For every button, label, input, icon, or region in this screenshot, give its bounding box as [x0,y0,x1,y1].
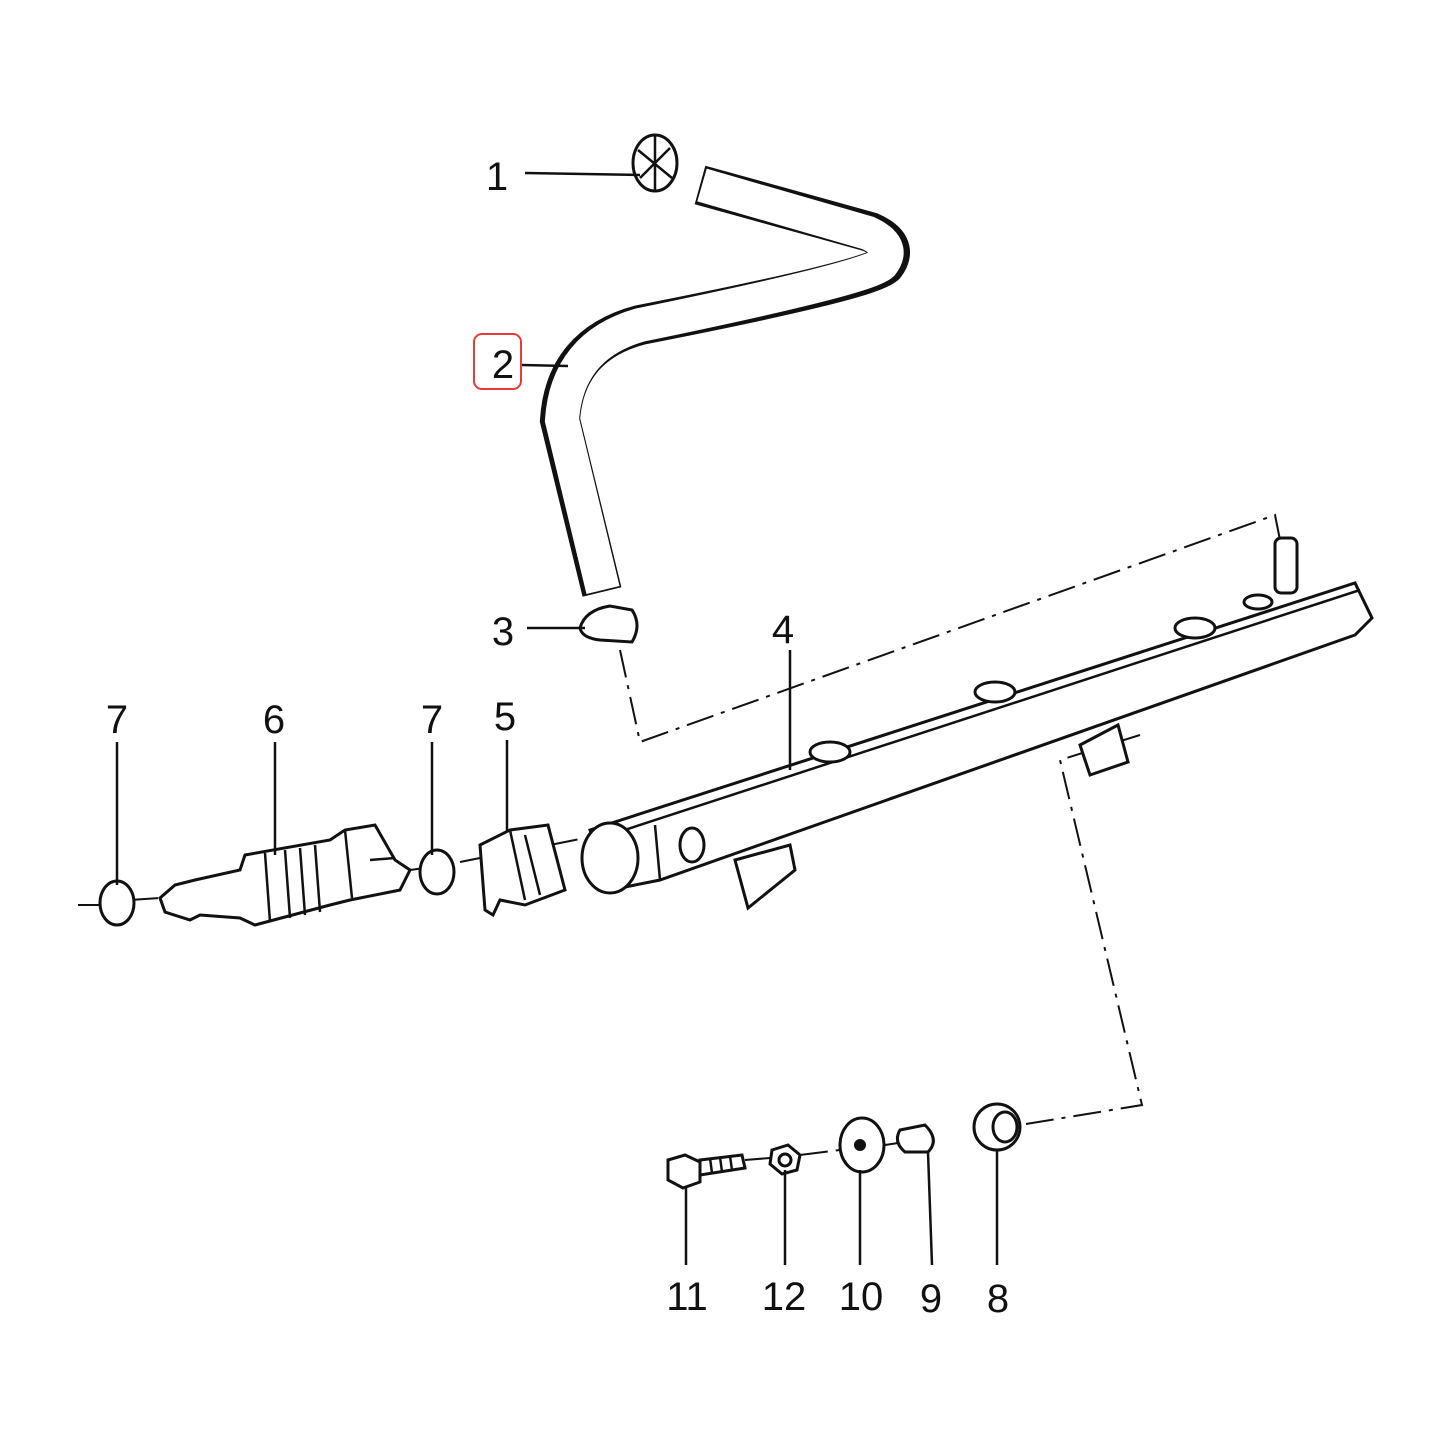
callout-highlight-box [473,333,522,390]
bolt[interactable] [666,1153,747,1190]
callout-11[interactable]: 11 [666,1275,708,1319]
callout-10[interactable]: 10 [839,1275,884,1319]
callout-9[interactable]: 9 [920,1277,942,1321]
alignment-line-injector [78,837,586,906]
callout-8[interactable]: 8 [987,1277,1009,1321]
grommet[interactable] [972,1102,1022,1152]
callout-6[interactable]: 6 [263,698,285,742]
alignment-line-mount [1019,734,1144,1126]
o-ring-lower[interactable] [98,879,136,927]
hose-clamp-bottom[interactable] [578,604,639,644]
spacer-sleeve[interactable] [895,1123,935,1154]
callout-7-lower[interactable]: 7 [106,698,128,742]
leader-9 [926,1151,934,1266]
fuel-injector[interactable] [158,823,412,927]
o-ring-upper[interactable] [418,848,456,896]
injector-clip[interactable] [478,823,567,918]
leader-1 [524,171,641,177]
leader-2 [521,363,569,368]
washer[interactable] [838,1116,886,1174]
alignment-line-rail [619,513,1281,744]
hose-clamp-top[interactable] [631,133,679,193]
fuel-hose[interactable] [539,165,910,597]
callout-4[interactable]: 4 [772,608,794,652]
callout-2[interactable]: 2 [492,343,514,387]
callout-5[interactable]: 5 [494,695,516,739]
callout-12[interactable]: 12 [762,1275,807,1319]
callout-7-upper[interactable]: 7 [421,698,443,742]
callout-1[interactable]: 1 [486,155,508,199]
callout-3[interactable]: 3 [492,610,514,654]
nut[interactable] [768,1143,802,1176]
fuel-rail[interactable] [580,536,1374,911]
